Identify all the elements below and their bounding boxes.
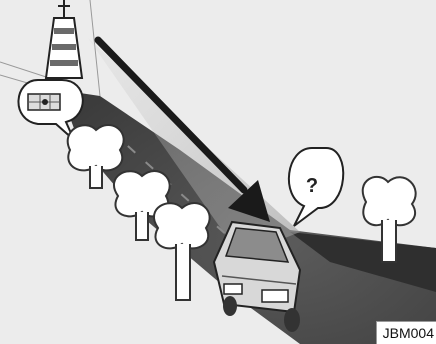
question-mark-text: ?	[306, 175, 318, 197]
figure-code-label: JBM004	[376, 321, 436, 344]
navigation-map-icon	[28, 94, 60, 110]
